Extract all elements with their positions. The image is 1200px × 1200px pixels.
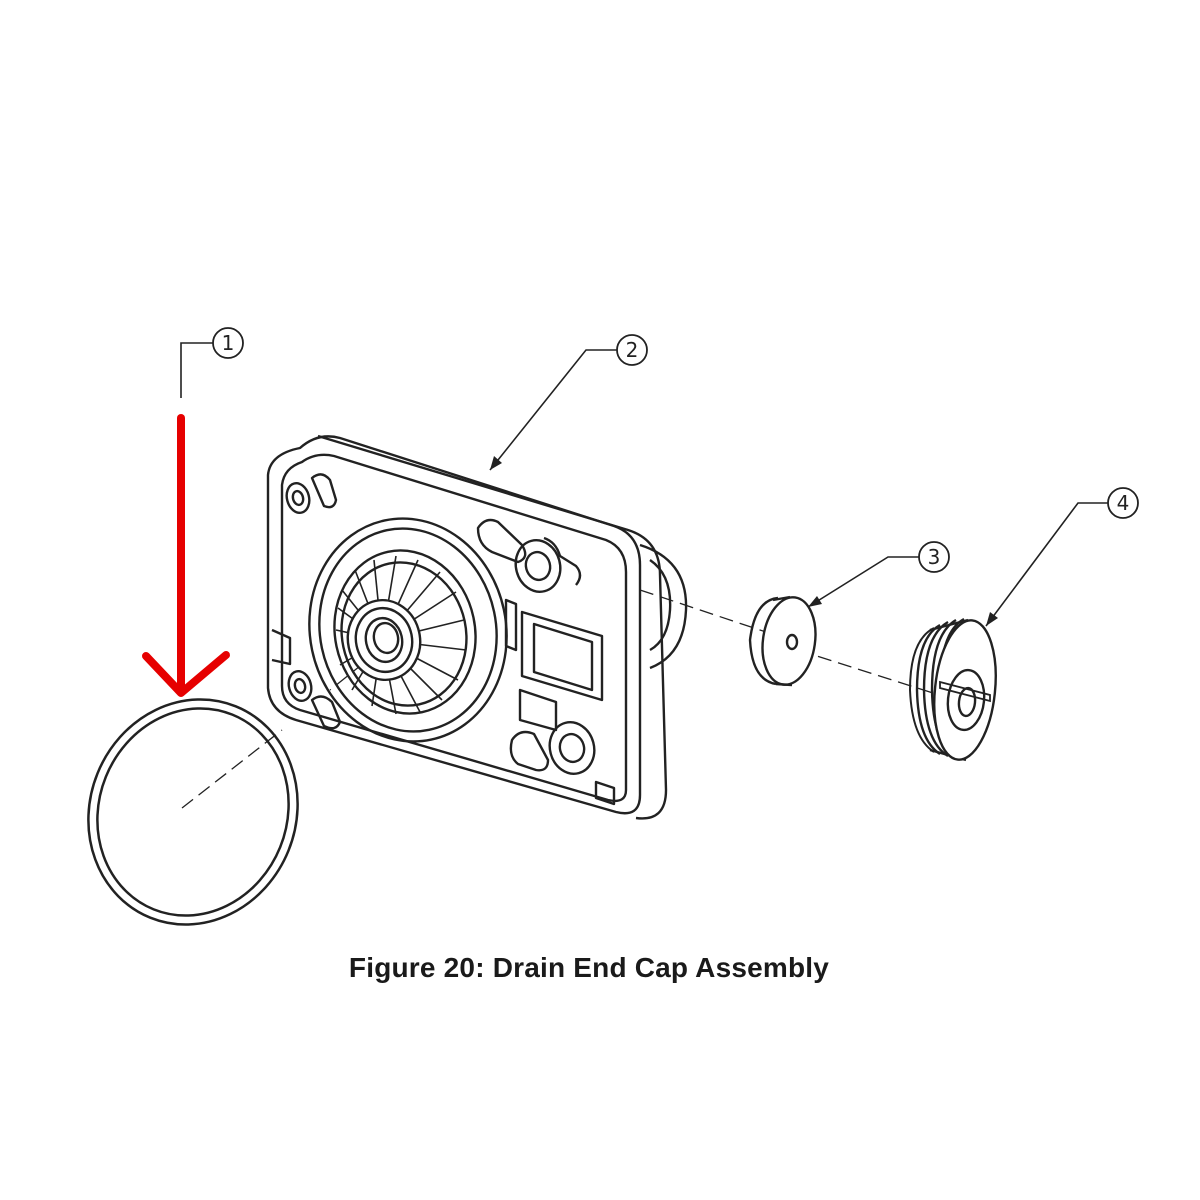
balloon-label-3: 3 (928, 545, 941, 569)
highlight-arrow-icon (142, 414, 230, 697)
balloon-4: 4 (985, 487, 1139, 627)
balloon-3: 3 (807, 541, 950, 608)
balloon-label-4: 4 (1117, 491, 1130, 515)
balloon-label-2: 2 (626, 338, 639, 362)
balloon-label-1: 1 (222, 331, 235, 355)
figure-caption: Figure 20: Drain End Cap Assembly (348, 952, 830, 983)
washer-icon (748, 595, 817, 687)
balloon-1: 1 (180, 327, 244, 398)
drain-plug-icon (908, 617, 997, 762)
balloon-2: 2 (489, 334, 648, 471)
end-cap-housing-icon (266, 434, 688, 820)
o-ring-icon (87, 698, 299, 926)
